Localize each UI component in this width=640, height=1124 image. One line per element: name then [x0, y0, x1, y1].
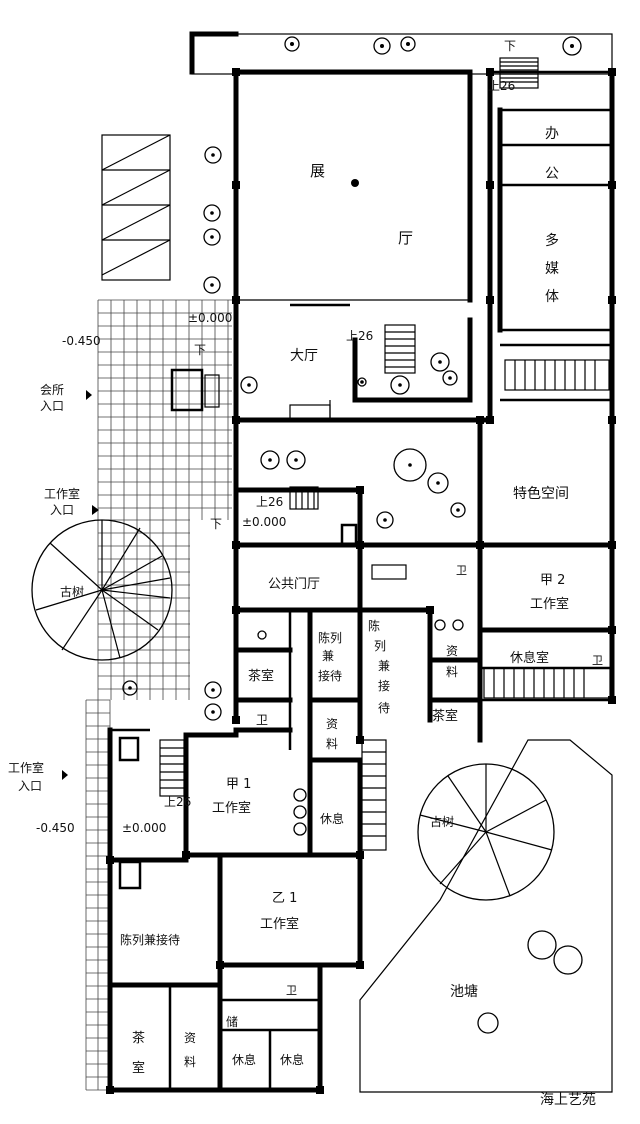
room-label-rest-3: 休息	[280, 1052, 304, 1067]
room-label-storage: 储	[226, 1014, 238, 1029]
room-label-workshop-b1-sub: 工作室	[260, 916, 299, 932]
room-label-toilet-4: 卫	[286, 984, 297, 997]
stair-label-up-1: 上26	[488, 79, 515, 93]
room-label-toilet-1: 卫	[256, 713, 268, 727]
top-planter	[191, 33, 613, 75]
labels: 展 厅 办 公 多 媒 体 大厅 特色空间 公共门厅 甲 2 工作室 休息室 陈…	[8, 39, 603, 1108]
entry-label-studio-1b: 入口	[50, 503, 74, 517]
tree-label-2: 古树	[430, 814, 454, 829]
stair-label-up-3: 上26	[256, 495, 283, 509]
entry-arrows	[62, 390, 99, 780]
planting	[122, 146, 466, 721]
room-label-tea-3b: 室	[132, 1060, 145, 1076]
room-label-display-3: 陈列兼接待	[120, 932, 180, 947]
entry-label-studio-1a: 工作室	[44, 486, 80, 501]
paving-grid	[85, 299, 232, 1091]
room-label-multimedia-2: 媒	[545, 261, 559, 277]
room-label-feature-space: 特色空间	[513, 485, 569, 502]
room-label-display-2d: 接	[378, 678, 390, 693]
room-label-archive-2a: 资	[326, 717, 338, 731]
tree-label-1: 古树	[60, 584, 84, 599]
level-label-2: ±0.000	[188, 311, 232, 325]
stair-label-down-3: 下	[210, 517, 222, 531]
room-label-lobby: 大厅	[290, 348, 318, 364]
pond	[359, 739, 613, 1093]
room-label-display-2c: 兼	[378, 659, 390, 673]
ancient-tree-1	[31, 519, 173, 661]
entry-label-art-2: 入口	[40, 399, 64, 413]
room-label-display-2b: 列	[374, 639, 386, 653]
room-label-display-1a: 陈列	[318, 630, 342, 645]
entry-label-art-1: 会所	[40, 383, 64, 397]
stairs	[159, 57, 611, 851]
stair-label-down-1: 下	[504, 39, 516, 53]
level-label-4: -0.450	[36, 821, 75, 835]
room-label-workshop-a1: 甲 1	[226, 777, 251, 792]
room-label-toilet-2: 卫	[456, 564, 467, 577]
stair-label-down-2: 下	[194, 343, 206, 357]
room-label-exhibition-2: 厅	[398, 229, 413, 247]
room-label-archive-3a: 资	[184, 1031, 196, 1045]
room-label-tea-1: 茶室	[248, 668, 274, 684]
room-label-display-1b: 兼	[322, 649, 334, 663]
room-label-workshop-b1: 乙 1	[272, 891, 297, 906]
room-label-rest-2: 休息	[232, 1052, 256, 1067]
stair-label-up-4: 上26	[164, 795, 191, 809]
room-label-multimedia-1: 多	[545, 232, 559, 249]
entry-label-studio-2b: 入口	[18, 779, 42, 793]
room-label-exhibition-1: 展	[310, 162, 325, 180]
room-label-workshop-a2: 甲 2	[540, 573, 565, 588]
room-label-display-1c: 接待	[318, 668, 342, 683]
room-label-archive-1a: 资	[446, 644, 458, 658]
room-label-tea-3a: 茶	[132, 1030, 145, 1046]
level-label-1: -0.450	[62, 334, 101, 348]
room-label-archive-2b: 料	[326, 737, 338, 751]
room-label-rest-1: 休息	[320, 811, 344, 826]
room-label-workshop-a2-sub: 工作室	[530, 596, 569, 612]
entry-label-studio-2a: 工作室	[8, 760, 44, 775]
level-label-5: ±0.000	[122, 821, 166, 835]
room-label-tea-2: 茶室	[432, 708, 458, 724]
room-label-rest-room-a2: 休息室	[510, 650, 549, 666]
level-label-3: ±0.000	[242, 515, 286, 529]
pergola	[101, 134, 171, 281]
room-label-display-2e: 待	[378, 701, 390, 715]
room-label-display-2a: 陈	[368, 618, 380, 633]
room-label-office-2: 公	[545, 166, 559, 182]
columns	[106, 68, 616, 1094]
room-label-toilet-3: 卫	[592, 654, 603, 667]
room-label-public-lobby: 公共门厅	[268, 577, 320, 592]
stair-label-up-2: 上26	[346, 329, 373, 343]
ancient-tree-2	[417, 763, 555, 901]
room-label-multimedia-3: 体	[545, 289, 559, 305]
room-label-pond: 池塘	[450, 984, 478, 1000]
room-label-archive-3b: 料	[184, 1055, 196, 1069]
room-label-workshop-a1-sub: 工作室	[212, 800, 251, 816]
room-label-archive-1b: 料	[446, 665, 458, 679]
room-label-office-1: 办	[545, 126, 559, 142]
watermark: 海上艺苑	[540, 1092, 596, 1108]
fixtures	[118, 368, 464, 890]
